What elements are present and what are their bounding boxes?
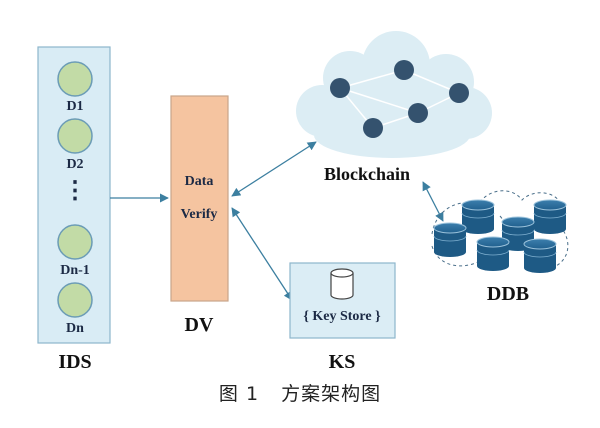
database-cylinder-icon: [461, 199, 495, 234]
ids-node-label-d2: D2: [66, 157, 84, 172]
ddb-title: DDB: [486, 283, 530, 305]
ids-title: IDS: [58, 351, 92, 373]
dv-label-line2: Verify: [180, 207, 218, 222]
ddb-cluster: [431, 190, 569, 267]
figure-caption-text: 方案架构图: [281, 383, 382, 405]
ids-node-label-d1: D1: [66, 99, 84, 114]
dv-title: DV: [184, 314, 214, 336]
database-cylinder-icon: [476, 236, 510, 271]
blockchain-node: [408, 103, 428, 123]
dv-box: [170, 95, 229, 302]
ddb-dashed-links: [431, 190, 569, 267]
blockchain-node: [394, 60, 414, 80]
ids-node-d1: [57, 61, 93, 97]
ddb-cylinders: [433, 199, 567, 273]
dv-blockchain-arrow: [231, 141, 317, 197]
blockchain-network: [330, 60, 469, 138]
ks-title: KS: [328, 351, 356, 373]
dv-ks-arrow: [231, 207, 293, 301]
key-store-cylinder-icon: [330, 268, 354, 300]
ids-node-label-dn-1: Dn-1: [60, 263, 90, 278]
blockchain-ddb-arrow: [422, 181, 444, 222]
ids-node-d2: [57, 118, 93, 154]
blockchain-node: [363, 118, 383, 138]
database-cylinder-icon: [533, 199, 567, 234]
database-cylinder-icon: [433, 222, 467, 257]
ids-node-dn: [57, 282, 93, 318]
blockchain-title: Blockchain: [323, 164, 411, 184]
database-cylinder-icon: [523, 238, 557, 273]
key-store-label: { Key Store }: [303, 309, 381, 324]
ids-ellipsis: ⋮: [63, 178, 87, 204]
dv-label-line1: Data: [184, 174, 214, 189]
blockchain-node: [330, 78, 350, 98]
ids-node-dn-1: [57, 224, 93, 260]
figure-caption: 图 1 方案架构图: [219, 379, 381, 406]
blockchain-node: [449, 83, 469, 103]
figure-number: 图 1: [218, 383, 260, 405]
ids-node-label-dn: Dn: [66, 321, 84, 336]
